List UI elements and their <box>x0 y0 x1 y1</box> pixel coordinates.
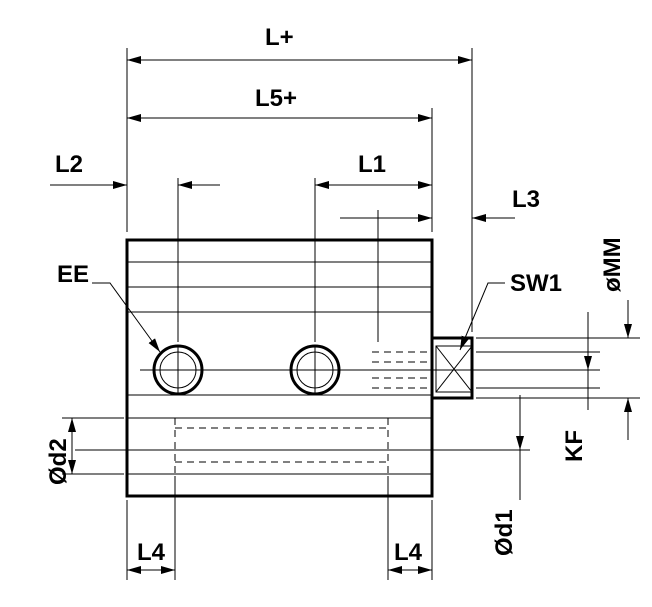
port-left <box>152 344 204 396</box>
dimension-lines <box>50 56 632 574</box>
bottom-bore <box>75 417 495 475</box>
dimension-label-omm: øMM <box>599 237 626 292</box>
dimension-label-kf: KF <box>561 430 588 462</box>
dimension-label-l4-left: L4 <box>137 539 166 566</box>
port-right <box>289 344 341 396</box>
dimension-label-od1: Ød1 <box>491 509 518 556</box>
dimension-label-l3: L3 <box>512 186 540 213</box>
wrench-label-sw1: SW1 <box>510 270 562 297</box>
extension-lines <box>62 48 640 580</box>
leader-lines <box>92 282 505 353</box>
dimension-label-od2: Ød2 <box>45 438 72 485</box>
dimension-label-l2: L2 <box>55 151 83 178</box>
body-internal-lines <box>127 261 432 475</box>
body-outline <box>125 238 474 498</box>
rod-hidden-lines <box>372 345 473 393</box>
dimension-label-l4-right: L4 <box>394 539 423 566</box>
dimension-label-l1: L1 <box>358 151 386 178</box>
dimension-label-l-plus: L+ <box>265 24 294 51</box>
dimension-label-l5-plus: L5+ <box>255 85 297 112</box>
port-label-ee: EE <box>57 261 89 288</box>
